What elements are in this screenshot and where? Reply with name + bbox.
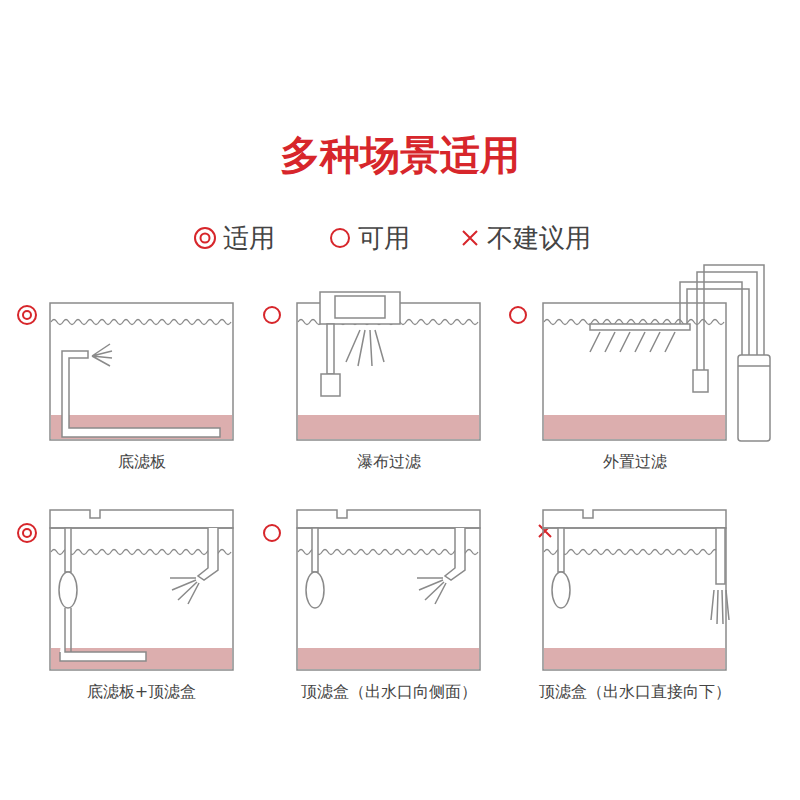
- wave-line: [298, 550, 478, 555]
- page-title: 多种场景适用: [0, 128, 800, 183]
- legend-label: 适用: [223, 221, 275, 256]
- tank-panel: 顶滤盒（出水口向侧面）: [297, 510, 480, 670]
- tank-panel: 底滤板: [50, 303, 233, 440]
- panel-caption: 外置过滤: [603, 452, 667, 473]
- wave-line: [544, 550, 724, 555]
- wave-line: [51, 320, 231, 325]
- sand-layers: [51, 415, 725, 669]
- panel-caption: 顶滤盒（出水口向侧面）: [301, 682, 477, 703]
- panel-caption: 顶滤盒（出水口直接向下）: [539, 682, 731, 703]
- legend-label: 不建议用: [487, 221, 591, 256]
- panel-caption: 底滤板: [118, 452, 166, 473]
- tank-panel: 外置过滤: [543, 303, 726, 440]
- panel-caption: 底滤板+顶滤盒: [87, 682, 196, 703]
- tanks-and-filters: [50, 265, 770, 670]
- legend-label: 可用: [358, 221, 410, 256]
- tank-panel: 瀑布过滤: [297, 303, 480, 440]
- tank-panel: 底滤板+顶滤盒: [50, 510, 233, 670]
- wave-line: [51, 550, 231, 555]
- tank-panel: 顶滤盒（出水口直接向下）: [543, 510, 726, 670]
- panel-caption: 瀑布过滤: [357, 452, 421, 473]
- rating-symbols: [18, 228, 551, 542]
